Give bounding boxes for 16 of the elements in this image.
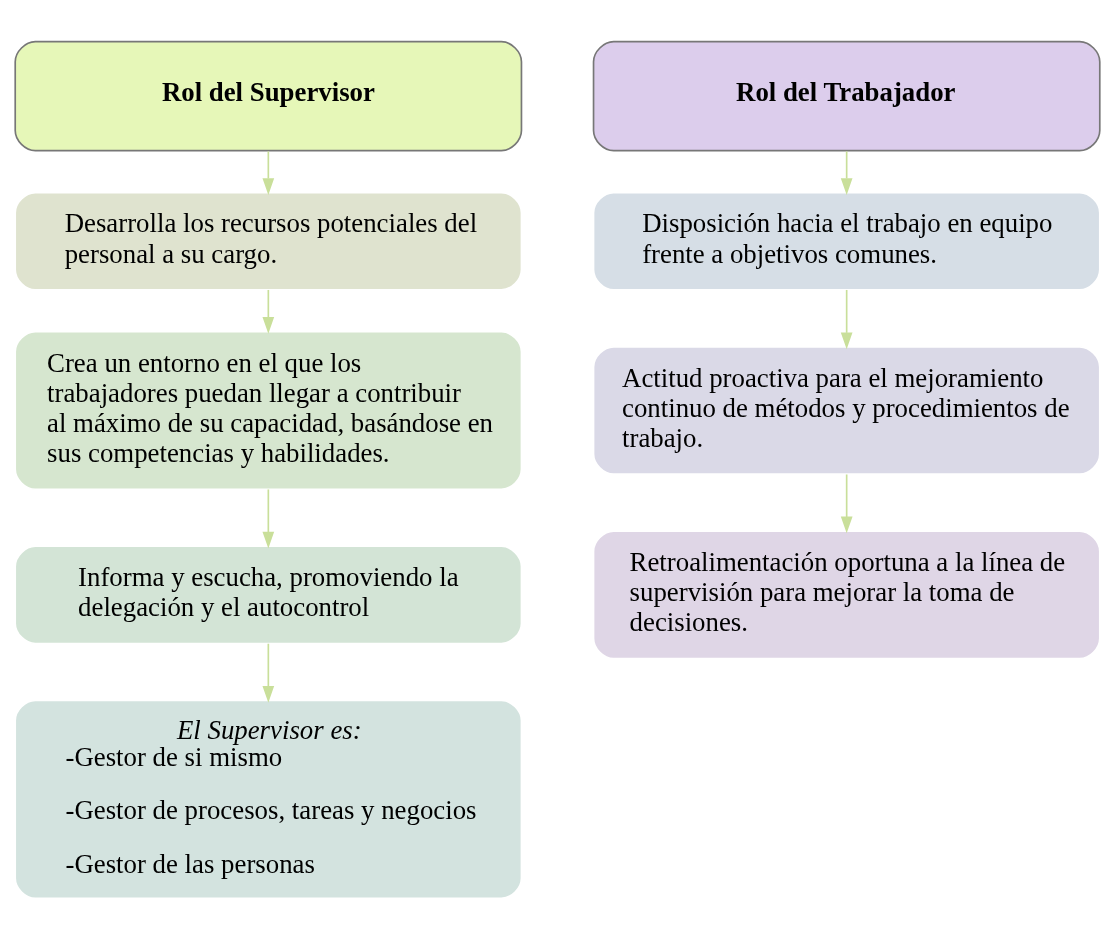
node-box: Crea un entorno en el que los trabajadores puedan llegar a contribuir al máximo de su capacidad, basándose en sus competencias y habilidades. [14,330,523,490]
node-box: Rol del Trabajador [592,40,1101,151]
arrow [262,288,275,334]
node-box: Rol del Supervisor [14,40,523,151]
node-box: Disposición hacia el trabajo en equipo frente a objetivos comunes. [592,191,1101,291]
node-box: Retroalimentación oportuna a la línea de supervisión para mejorar la toma de decisiones. [592,529,1101,659]
node-box: Actitud proactiva para el mejoramiento continuo de métodos y procedimientos de trabajo. [592,345,1101,475]
arrow [840,473,853,533]
arrow [262,150,275,195]
arrow [262,488,275,549]
arrow [262,642,275,703]
node-box: Informa y escucha, promoviendo la delegación y el autocontrol [14,544,523,644]
node-box: El Supervisor es: -Gestor de si mismo -Gestor de procesos, tareas y negocios -Gestor de las personas [14,699,523,899]
node-box: Desarrolla los recursos potenciales del personal a su cargo. [14,191,523,291]
arrow [840,150,853,195]
arrow [840,288,853,349]
